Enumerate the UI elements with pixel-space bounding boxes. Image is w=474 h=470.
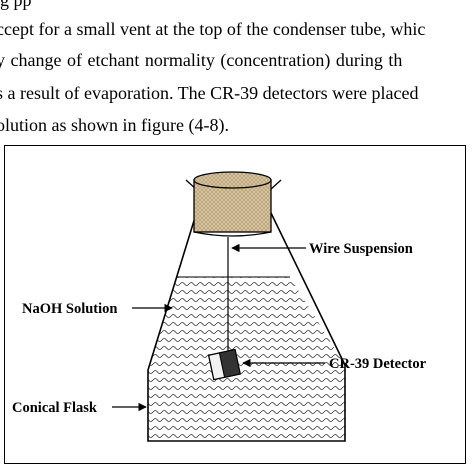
label-naoh-solution: NaOH Solution (22, 301, 117, 317)
label-conical-flask: Conical Flask (12, 400, 98, 416)
cr39-detector-shape (207, 348, 241, 381)
conical-flask-outline (147, 210, 346, 442)
stopper (193, 171, 272, 237)
text-line-1: g pp (0, 0, 32, 10)
flask-lip-right (269, 179, 282, 191)
label-cr39-detector: CR-39 Detector (329, 356, 427, 372)
text-line-3: y change of etchant normality (concentra… (0, 50, 403, 70)
text-line-4: s a result of evaporation. The CR-39 det… (0, 83, 419, 103)
text-line-2: ccept for a small vent at the top of the… (0, 19, 426, 39)
naoh-solution-fill (148, 277, 345, 441)
figure-frame (4, 145, 466, 464)
text-line-5: olution as shown in figure (4-8). (0, 115, 229, 135)
label-wire-suspension: Wire Suspension (309, 241, 413, 257)
